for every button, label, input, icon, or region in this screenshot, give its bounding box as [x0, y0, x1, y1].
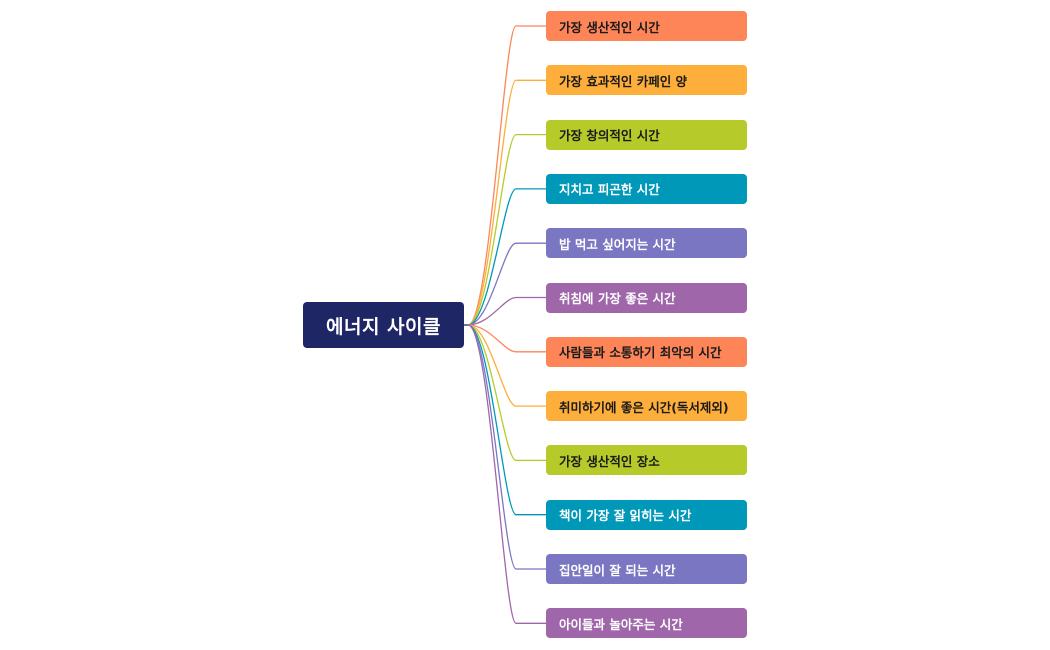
connector-line	[467, 242, 546, 326]
connector-line	[467, 324, 546, 516]
connector-line	[467, 324, 546, 462]
branch-topic[interactable]: 가장 창의적인 시간	[546, 119, 747, 150]
branch-topic[interactable]: 사람들과 소통하기 최악의 시간	[546, 336, 747, 367]
branch-topic[interactable]: 취침에 가장 좋은 시간	[546, 282, 747, 313]
connector-line	[467, 324, 546, 624]
connector-line	[467, 296, 546, 326]
branch-topic[interactable]: 가장 생산적인 장소	[546, 445, 747, 476]
branch-topic[interactable]: 가장 생산적인 시간	[546, 11, 747, 41]
connector-line	[467, 133, 546, 326]
root-topic[interactable]: 에너지 사이클	[303, 302, 464, 348]
branch-topic[interactable]: 밥 먹고 싶어지는 시간	[546, 228, 747, 259]
branch-topic[interactable]: 아이들과 놀아주는 시간	[546, 608, 747, 639]
branch-topic[interactable]: 책이 가장 잘 읽히는 시간	[546, 499, 747, 530]
branch-topic[interactable]: 지치고 피곤한 시간	[546, 173, 747, 204]
branch-topic[interactable]: 집안일이 잘 되는 시간	[546, 554, 747, 584]
connector-line	[467, 25, 546, 326]
connector-line	[467, 324, 546, 570]
connector-line	[467, 324, 546, 407]
branch-topic[interactable]: 취미하기에 좋은 시간(독서제외)	[546, 391, 747, 422]
connector-line	[467, 324, 546, 353]
branch-topic[interactable]: 가장 효과적인 카페인 양	[546, 65, 747, 96]
connector-line	[467, 188, 546, 326]
connector-line	[467, 79, 546, 326]
